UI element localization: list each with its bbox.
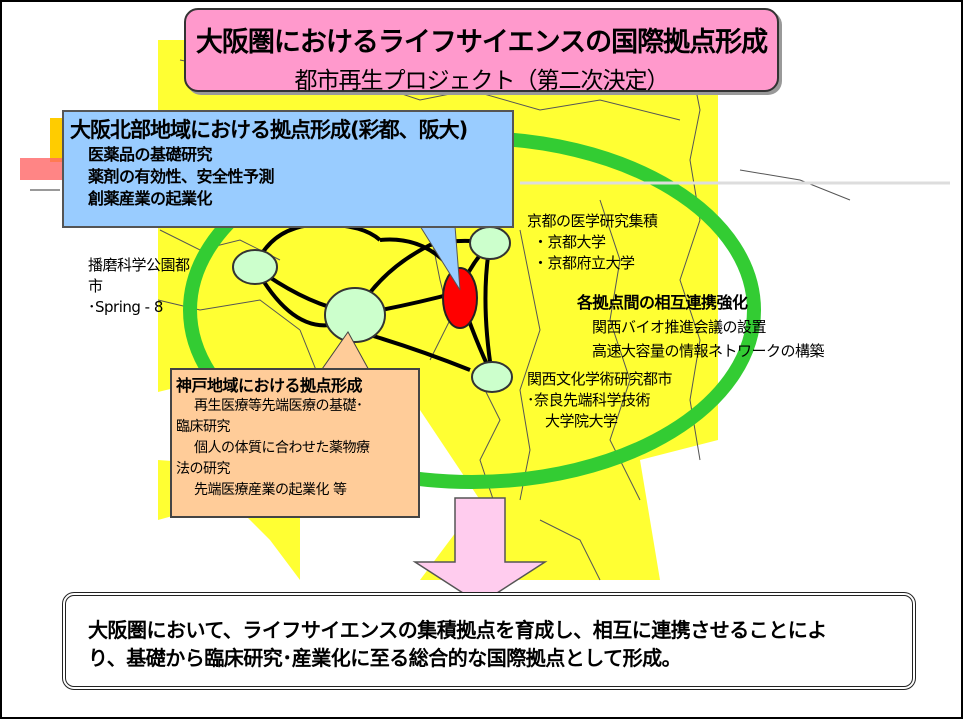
kobe-item: 臨床研究 [176,419,231,435]
node-kobe [324,287,386,343]
kansai-line: 大学院大学 [545,412,618,430]
summary-line: 大阪圏において、ライフサイエンスの集積拠点を育成し、相互に連携させることによ [88,618,827,642]
decor-bar-red [20,158,64,180]
kansai-label: 関西文化学術研究都市 ･奈良先端科学技術 大学院大学 [527,369,673,432]
summary-box: 大阪圏において、ライフサイエンスの集積拠点を育成し、相互に連携させることによ り… [62,592,916,690]
harima-line: 市 [88,277,103,295]
kyoto-title: 京都の医学研究集積 [527,212,658,230]
sea-area-south [158,500,300,580]
title-sub: 都市再生プロジェクト（第二次決定） [294,68,670,94]
kansai-line: ･奈良先端科学技術 [527,391,651,409]
east-white-area [640,440,718,580]
north-osaka-box: 大阪北部地域における拠点形成(彩都、阪大) 医薬品の基礎研究 薬剤の有効性、安全… [62,110,514,228]
kyoto-item: ・京都大学 [533,233,606,251]
north-item: 薬剤の有効性、安全性予測 [88,167,275,186]
node-harima [232,249,278,285]
north-box-title: 大阪北部地域における拠点形成(彩都、阪大) [70,118,468,142]
linkage-item: 高速大容量の情報ネトワークの構築 [592,342,825,360]
harima-line: ･Spring - 8 [88,298,163,316]
kobe-item: 先端医療産業の起業化 等 [194,482,347,498]
north-item: 創薬産業の起業化 [88,189,213,208]
kansai-line: 関西文化学術研究都市 [527,370,673,388]
title-box: 大阪圏におけるライフサイエンスの国際拠点形成 都市再生プロジェクト（第二次決定） [184,8,779,94]
harima-line: 播磨科学公園都 [88,256,190,274]
summary-line: り、基礎から臨床研究･産業化に至る総合的な国際拠点として形成。 [88,646,682,670]
kobe-box: 神戸地域における拠点形成 再生医療等先端医療の基礎･ 臨床研究 個人の体質に合わ… [170,368,420,518]
kyoto-label: 京都の医学研究集積 ・京都大学 ・京都府立大学 [527,211,658,274]
harima-label: 播磨科学公園都 市 ･Spring - 8 [88,255,190,318]
node-kansai [471,361,513,393]
decor-bar [50,118,64,162]
linkage-title: 各拠点間の相互連携強化 [577,293,748,312]
linkage-item: 関西バイオ推進会議の設置 [592,318,767,336]
north-item: 医薬品の基礎研究 [88,145,213,164]
kobe-item: 再生医療等先端医療の基礎･ [194,398,363,414]
kobe-item: 法の研究 [176,461,231,477]
down-arrow [412,497,548,605]
title-main: 大阪圏におけるライフサイエンスの国際拠点形成 [195,27,768,58]
kobe-item: 個人の体質に合わせた薬物療 [194,440,370,456]
kyoto-item: ・京都府立大学 [533,254,635,272]
node-center-osaka [442,267,478,329]
kobe-box-title: 神戸地域における拠点形成 [176,376,363,395]
node-kyoto [469,226,511,260]
